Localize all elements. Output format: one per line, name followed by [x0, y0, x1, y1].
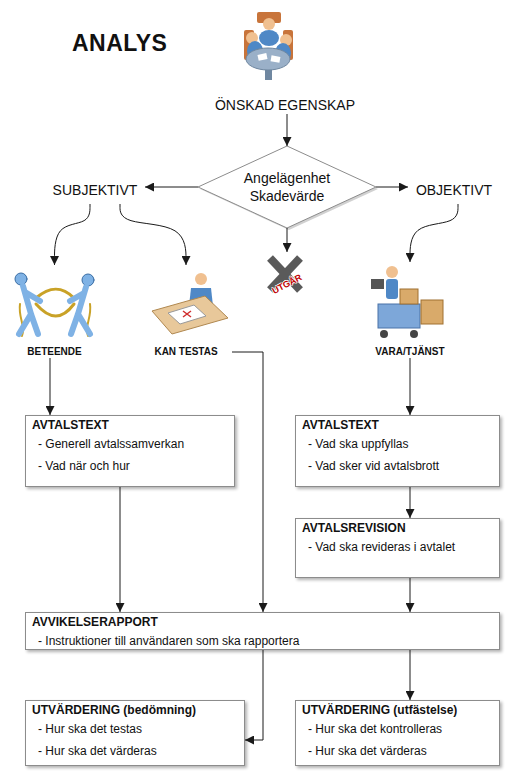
connector-arrow [145, 187, 198, 188]
meeting-icon [244, 12, 293, 80]
box-heading: UTVÄRDERING (utfästelse) [302, 701, 493, 718]
node-text: OBJEKTIVT [416, 181, 492, 199]
box-heading: AVVIKELSERAPPORT [32, 613, 493, 630]
connector-arrow [120, 487, 121, 612]
process-box: AVTALSTEXT- Generell avtalssamverkan- Va… [25, 415, 235, 487]
test-mark [183, 311, 191, 317]
table-top [246, 48, 290, 70]
tug-of-war-icon [15, 273, 94, 336]
node-text: - Hur ska det värderas [302, 740, 493, 762]
icon-node: ÖNSKAD EGENSKAP [200, 10, 370, 114]
node-text: BETEENDE [27, 346, 81, 358]
node-text: KAN TESTAS [154, 346, 217, 358]
process-box: AVVIKELSERAPPORT- Instruktioner till anv… [25, 612, 500, 650]
node-text: ÖNSKAD EGENSKAP [215, 96, 355, 114]
connector-arrow [410, 487, 411, 518]
person-head [386, 266, 398, 278]
decision-diamond: Angelägenhet Skadevärde [198, 146, 376, 228]
cart [378, 304, 420, 328]
person-head [82, 274, 94, 286]
branch-label-node: OBJEKTIVT [408, 178, 500, 202]
process-box: AVTALSREVISION- Vad ska revideras i avta… [295, 518, 500, 578]
node-text: - Vad sker vid avtalsbrott [302, 455, 493, 477]
node-text: - Hur ska det värderas [32, 740, 238, 762]
wheel [380, 330, 388, 338]
connector-arrow [376, 187, 408, 188]
diagram-title: ANALYS [72, 30, 167, 57]
node-text: - Instruktioner till användaren som ska … [32, 630, 493, 652]
process-box: UTVÄRDERING (bedömning)- Hur ska det tes… [25, 700, 245, 766]
node-text: VARA/TJÄNST [375, 346, 444, 358]
paper [271, 55, 281, 62]
paper [257, 53, 267, 61]
person-head [263, 18, 275, 30]
diamond-outline [198, 146, 376, 228]
monitor [371, 279, 384, 289]
goods-service-icon [371, 266, 443, 338]
connector-arrow [287, 114, 288, 146]
node-text: UTGÅR [271, 272, 304, 296]
connector-arrow [55, 204, 91, 265]
wheel [410, 330, 418, 338]
node-text: - Vad när och hur [32, 455, 228, 477]
connector-arrow [232, 352, 263, 612]
box-heading: AVTALSREVISION [302, 519, 493, 536]
icon-node: VARA/TJÄNST [365, 262, 455, 358]
icon-node: BETEENDE [12, 265, 97, 358]
desk [152, 296, 228, 334]
box-heading: AVTALSTEXT [302, 416, 493, 433]
node-text: - Vad ska revideras i avtalet [302, 536, 493, 558]
connector-arrow [410, 650, 411, 700]
connector-arrow [410, 358, 411, 415]
paper [168, 305, 206, 324]
box-heading: AVTALSTEXT [32, 416, 228, 433]
node-text: - Vad ska uppfyllas [302, 433, 493, 455]
rope [36, 304, 74, 316]
box [400, 289, 418, 304]
box [421, 300, 443, 324]
icon-node: KAN TESTAS [140, 265, 232, 358]
node-text: Angelägenhet Skadevärde [237, 169, 337, 205]
node-text: - Hur ska det testas [32, 718, 238, 740]
person-head [15, 273, 27, 285]
connector-arrow [120, 204, 186, 265]
person-body [19, 286, 40, 334]
process-box: AVTALSTEXT- Vad ska uppfyllas- Vad sker … [295, 415, 500, 487]
process-box: UTVÄRDERING (utfästelse)- Hur ska det ko… [295, 700, 500, 766]
connector-arrow [287, 228, 288, 252]
connector-arrow [410, 204, 458, 262]
branch-label-node: SUBJEKTIVT [45, 178, 145, 202]
person-body [386, 279, 398, 299]
connector-arrow [50, 358, 51, 415]
connector-arrow [410, 578, 411, 612]
person-head [195, 273, 207, 285]
desk-test-icon [152, 273, 228, 334]
connector-arrow [245, 650, 263, 740]
box-heading: UTVÄRDERING (bedömning) [32, 701, 238, 718]
person-body [70, 287, 90, 334]
rejected-node: UTGÅR [262, 252, 312, 298]
node-text: SUBJEKTIVT [53, 181, 138, 199]
person-body [259, 30, 279, 46]
diamond-shape [198, 146, 376, 228]
node-text: - Generell avtalssamverkan [32, 433, 228, 455]
rope [36, 289, 74, 298]
node-text: - Hur ska det kontrolleras [302, 718, 493, 740]
